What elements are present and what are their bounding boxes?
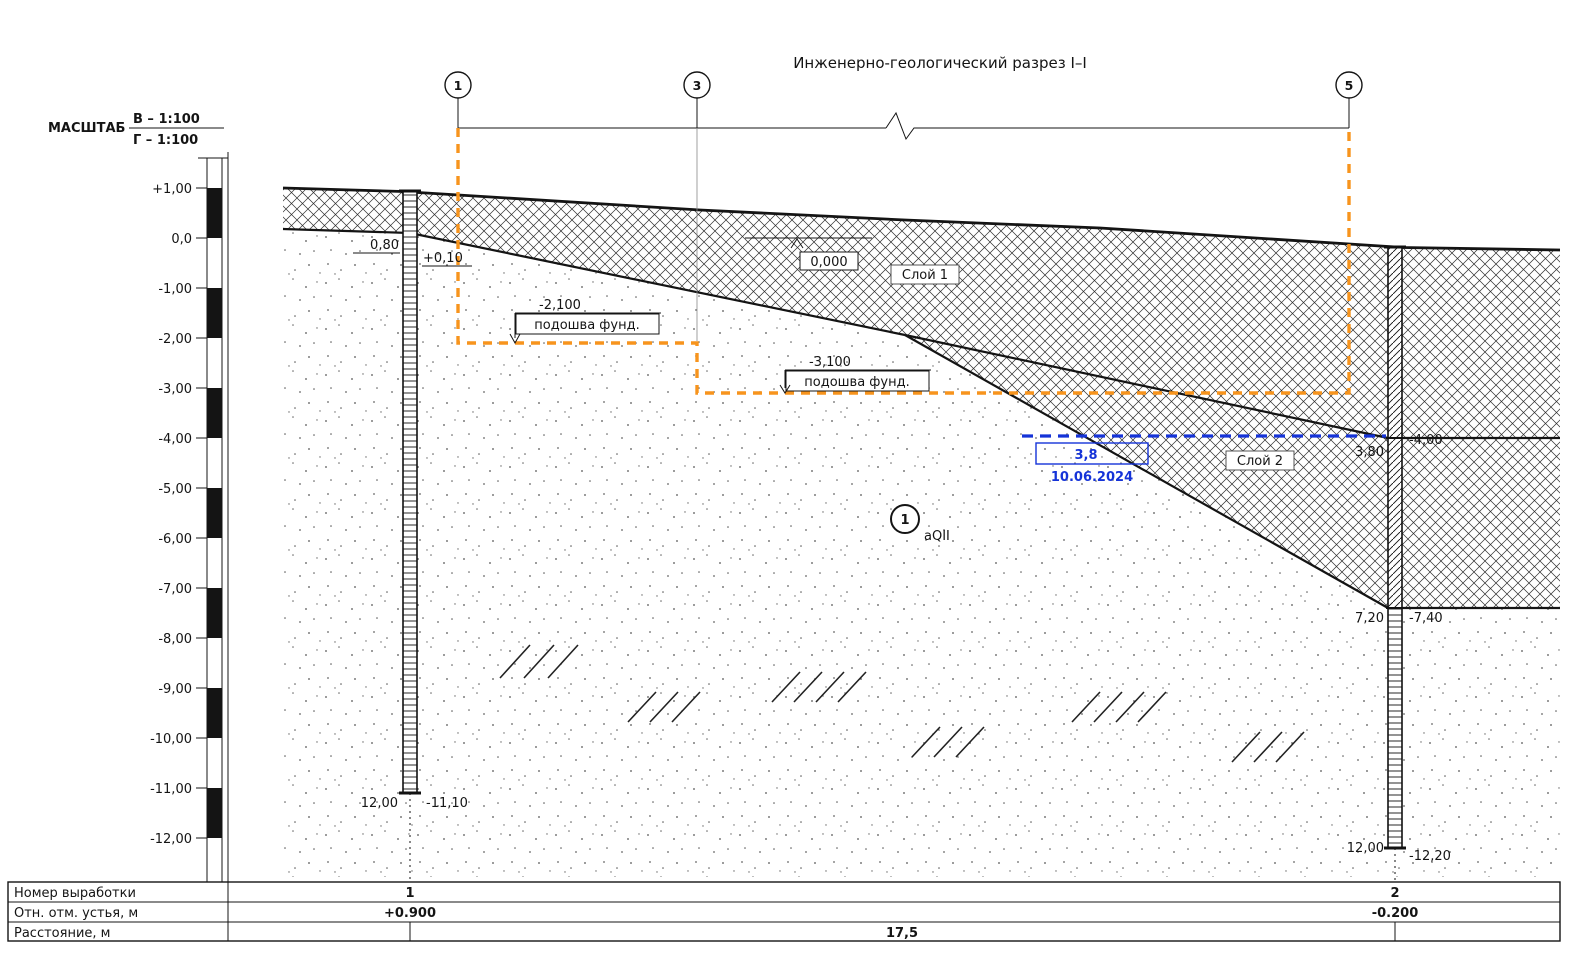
borehole2-elev-bottom: -12,20 xyxy=(1409,849,1451,864)
foundation2-elev: -3,100 xyxy=(809,355,851,370)
table-outline xyxy=(7,881,1561,942)
scale-horizontal: Г – 1:100 xyxy=(133,133,198,148)
elevation-labels: +1,00 0,0 -1,00 -2,00 -3,00 -4,00 -5,00 … xyxy=(150,182,192,847)
borehole-2: 3,80 -4,00 7,20 -7,40 12,00 -12,20 xyxy=(1347,245,1451,882)
axis1-circle xyxy=(444,71,472,99)
table-row1-value-bh2: 2 xyxy=(1390,886,1399,901)
drawing-title: Инженерно-геологический разрез I–I xyxy=(793,54,1087,72)
elevation-label: -9,00 xyxy=(158,682,192,697)
foundation1-annotation: -2,100 подошва фунд. xyxy=(509,298,661,345)
water-depth-box xyxy=(1035,442,1149,465)
table-row1-label: Номер выработки xyxy=(14,886,136,901)
layer1-label: Слой 1 xyxy=(902,268,948,283)
borehole1-elev-top: +0,10 xyxy=(423,251,463,266)
axis5-circle xyxy=(1335,71,1363,99)
water-depth-value: 3,8 xyxy=(1074,448,1097,463)
zero-mark-arrow xyxy=(790,238,804,249)
borehole1-depth-top: 0,80 xyxy=(370,238,399,253)
elevation-label: -10,00 xyxy=(150,732,192,747)
foundation-outline xyxy=(456,128,1351,395)
layer1-plate xyxy=(890,264,960,285)
soil-masses xyxy=(282,186,1561,877)
foundation1-arrow xyxy=(509,333,521,345)
water-date: 10.06.2024 xyxy=(1051,470,1133,485)
foundation1-elev: -2,100 xyxy=(539,298,581,313)
elevation-label: -4,00 xyxy=(158,432,192,447)
elevation-scale-bar: +1,00 0,0 -1,00 -2,00 -3,00 -4,00 -5,00 … xyxy=(150,152,229,883)
scale-bar-segment xyxy=(207,688,222,738)
elevation-label: -5,00 xyxy=(158,482,192,497)
scale-vertical: В – 1:100 xyxy=(133,112,200,127)
elevation-label: -11,00 xyxy=(150,782,192,797)
borehole2-hatch-lower xyxy=(1388,608,1402,848)
scale-bar-segment xyxy=(207,388,222,438)
layer2-label: Слой 2 xyxy=(1237,454,1283,469)
borehole1-elev-bottom: -11,10 xyxy=(426,796,468,811)
table-row3-label: Расстояние, м xyxy=(14,926,110,941)
borehole2-elev-mid: -4,00 xyxy=(1409,433,1443,448)
borehole2-hatch-upper xyxy=(1388,247,1402,608)
axis-grid: 1 3 5 xyxy=(444,71,1363,341)
table-row2-value-bh1: +0.900 xyxy=(384,906,436,921)
zero-mark-value: 0,000 xyxy=(810,255,847,270)
axis5-number: 5 xyxy=(1345,78,1354,93)
layer2-top-line xyxy=(904,333,1560,440)
foundation2-annotation: -3,100 подошва фунд. xyxy=(779,355,931,394)
sand-layer-fill xyxy=(283,229,1560,877)
axis3-number: 3 xyxy=(693,78,702,93)
borehole2-depth-bottom: 12,00 xyxy=(1347,841,1384,856)
foundation2-label: подошва фунд. xyxy=(804,375,909,390)
elevation-label: -12,00 xyxy=(150,832,192,847)
borehole2-depth-mid: 3,80 xyxy=(1355,445,1384,460)
elevation-ticks xyxy=(196,187,207,839)
foundation1-box xyxy=(515,313,660,335)
borehole2-depth-low: 7,20 xyxy=(1355,611,1384,626)
layer2-plate xyxy=(1225,450,1295,471)
scale-bar-segment xyxy=(207,288,222,338)
elevation-label: -3,00 xyxy=(158,382,192,397)
unit-number: 1 xyxy=(900,513,909,528)
axis-top-line xyxy=(458,111,1349,141)
elevation-label: -6,00 xyxy=(158,532,192,547)
borehole-table: Номер выработки Отн. отм. устья, м Расст… xyxy=(7,881,1561,942)
foundation2-box xyxy=(785,370,930,392)
table-row2-label: Отн. отм. устья, м xyxy=(14,906,138,921)
foundation2-arrow xyxy=(779,384,791,394)
elevation-label: -2,00 xyxy=(158,332,192,347)
elevation-label: -7,00 xyxy=(158,582,192,597)
elevation-label: 0,0 xyxy=(171,232,192,247)
unit-code: aQII xyxy=(924,529,950,544)
geological-unit-mark: 1 aQII xyxy=(890,504,950,544)
crosshatch-layers-fill xyxy=(283,188,1560,608)
table-row1-value-bh1: 1 xyxy=(405,886,414,901)
groundwater-level: 3,8 10.06.2024 xyxy=(1022,434,1386,485)
scale-label: МАСШТАБ xyxy=(48,121,125,136)
layer-labels: Слой 1 Слой 2 xyxy=(890,264,1295,471)
borehole2-elev-low: -7,40 xyxy=(1409,611,1443,626)
sand-texture-strokes xyxy=(499,644,1305,763)
scale-bar-segment xyxy=(207,188,222,238)
borehole-1: 0,80 +0,10 12,00 -11,10 xyxy=(353,189,472,882)
zero-mark-box xyxy=(799,251,859,271)
borehole1-depth-bottom: 12,00 xyxy=(361,796,398,811)
elevation-label: -8,00 xyxy=(158,632,192,647)
table-row3-distance: 17,5 xyxy=(886,926,918,941)
scale-bar-segment xyxy=(207,588,222,638)
scale-bar-segment xyxy=(207,488,222,538)
unit-circle xyxy=(890,504,920,534)
scale-bar-segment xyxy=(207,788,222,838)
table-row2-value-bh2: -0.200 xyxy=(1372,906,1419,921)
layer2-bottom-line xyxy=(904,334,1560,610)
foundation1-label: подошва фунд. xyxy=(534,318,639,333)
borehole1-hatch xyxy=(403,191,417,793)
elevation-label: -1,00 xyxy=(158,282,192,297)
zero-elevation-mark: 0,000 xyxy=(745,237,872,271)
scale-block: МАСШТАБ В – 1:100 Г – 1:100 xyxy=(48,112,224,148)
axis3-circle xyxy=(683,71,711,99)
elevation-label: +1,00 xyxy=(152,182,192,197)
axis1-number: 1 xyxy=(454,78,463,93)
